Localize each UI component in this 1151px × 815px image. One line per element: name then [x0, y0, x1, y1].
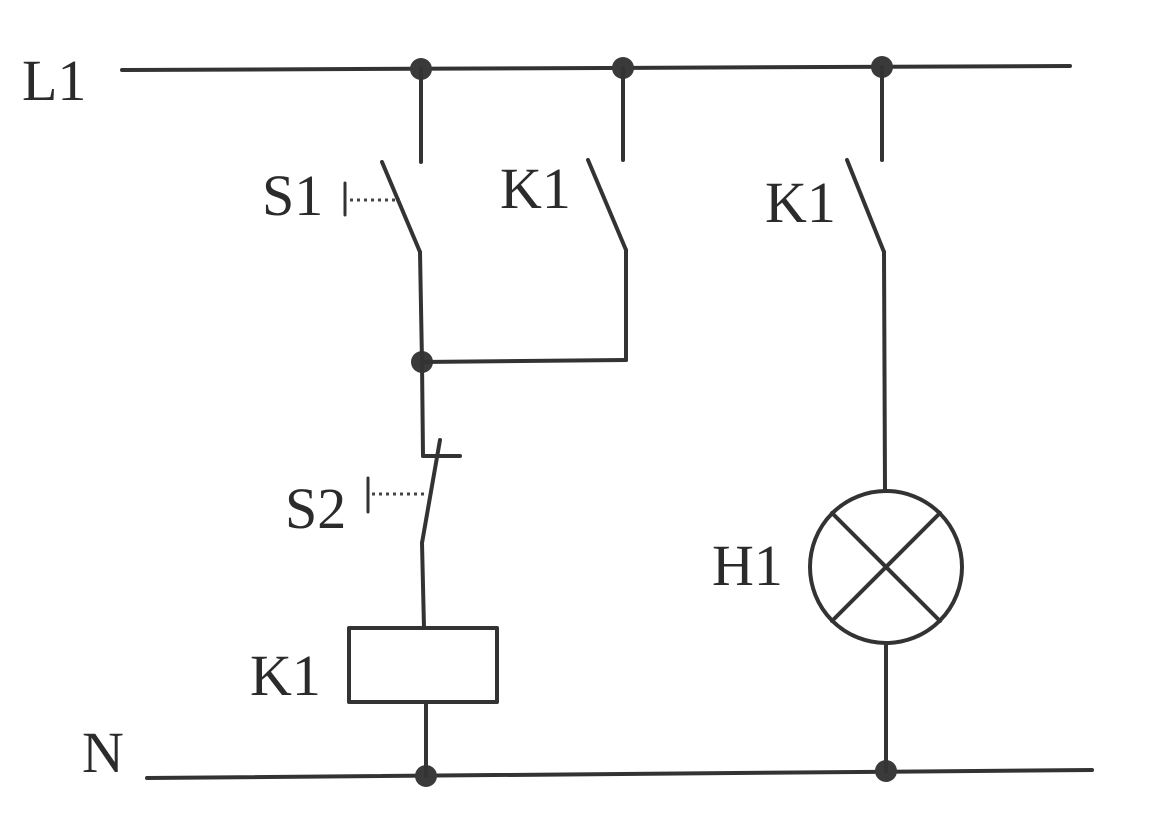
label-k1-hold: K1 [500, 156, 571, 221]
k1-lamp-contact [845, 65, 887, 492]
label-l1: L1 [22, 48, 86, 113]
h1-lamp [808, 489, 964, 773]
k1-relay-coil [347, 626, 499, 778]
label-h1: H1 [712, 533, 783, 598]
k1-hold-contact [420, 66, 628, 364]
label-s2: S2 [285, 476, 346, 541]
s2-pushbutton-switch [366, 360, 462, 630]
label-s1: S1 [262, 163, 323, 228]
rail-l1 [120, 64, 1072, 72]
label-n: N [82, 720, 124, 785]
label-k1-coil: K1 [250, 643, 321, 708]
label-k1-lamp: K1 [765, 170, 836, 235]
rail-n [145, 768, 1094, 780]
s1-pushbutton-switch [343, 67, 424, 364]
